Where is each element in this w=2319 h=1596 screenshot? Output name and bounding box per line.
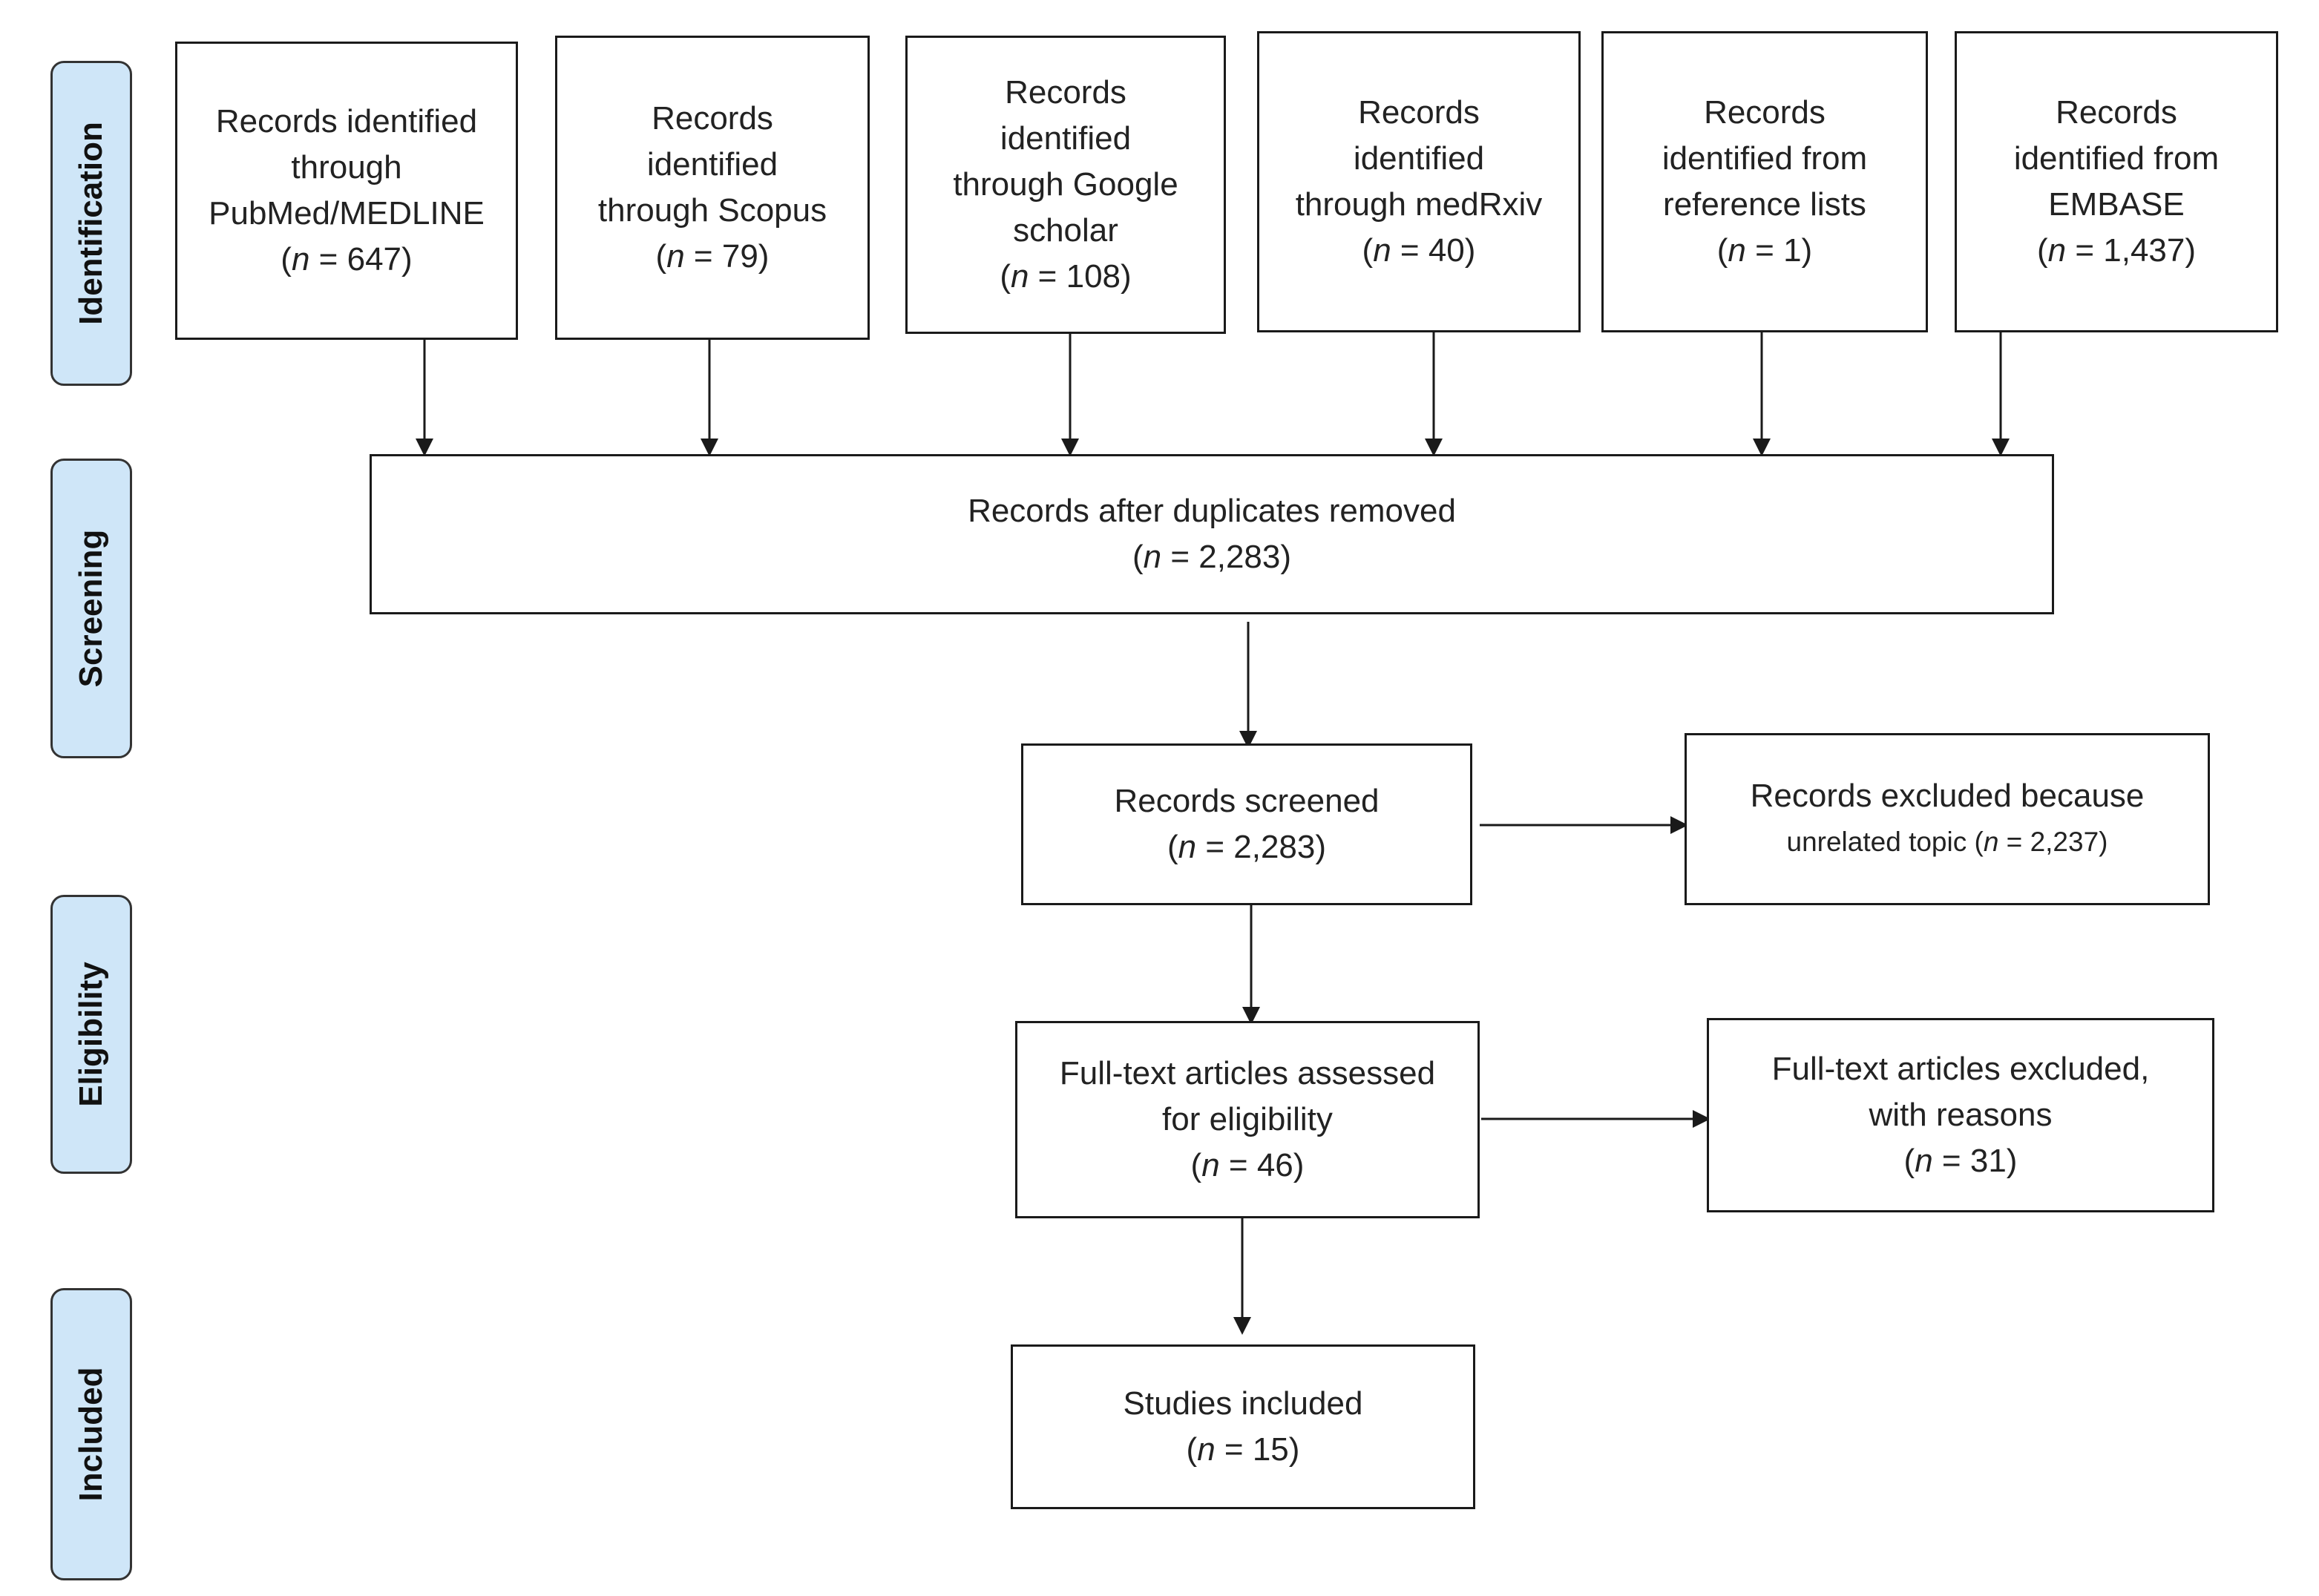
source-text: Records identified through PubMed/MEDLIN…	[209, 103, 485, 278]
source-text: Records identified from reference lists …	[1662, 94, 1868, 269]
source-text: Records identified through Scopus (n = 7…	[597, 100, 827, 275]
source-box-medrxiv: Records identified through medRxiv (n = …	[1257, 31, 1581, 332]
source-text: Records identified through medRxiv (n = …	[1295, 94, 1543, 269]
source-box-scopus: Records identified through Scopus (n = 7…	[555, 36, 870, 340]
stage-label-included: Included	[50, 1288, 132, 1580]
source-text: Records identified from EMBASE (n = 1,43…	[2013, 94, 2220, 269]
stage-label-screening: Screening	[50, 459, 132, 758]
fulltext-excluded-box: Full-text articles excluded, with reason…	[1707, 1018, 2214, 1212]
studies-included-box: Studies included (n = 15)	[1011, 1344, 1475, 1509]
fulltext-assessed-box: Full-text articles assessed for eligibil…	[1015, 1021, 1480, 1218]
dedup-box: Records after duplicates removed (n = 2,…	[370, 454, 2054, 614]
source-box-google-scholar: Records identified through Google schola…	[905, 36, 1226, 334]
stage-label-identification: Identification	[50, 61, 132, 386]
source-box-pubmed: Records identified through PubMed/MEDLIN…	[175, 42, 518, 340]
stage-label-eligibility: Eligibility	[50, 895, 132, 1174]
source-text: Records identified through Google schola…	[953, 74, 1178, 295]
source-box-reference-lists: Records identified from reference lists …	[1601, 31, 1928, 332]
source-box-embase: Records identified from EMBASE (n = 1,43…	[1955, 31, 2278, 332]
screened-box: Records screened (n = 2,283)	[1021, 743, 1472, 905]
excluded-screen-box: Records excluded because unrelated topic…	[1685, 733, 2210, 905]
